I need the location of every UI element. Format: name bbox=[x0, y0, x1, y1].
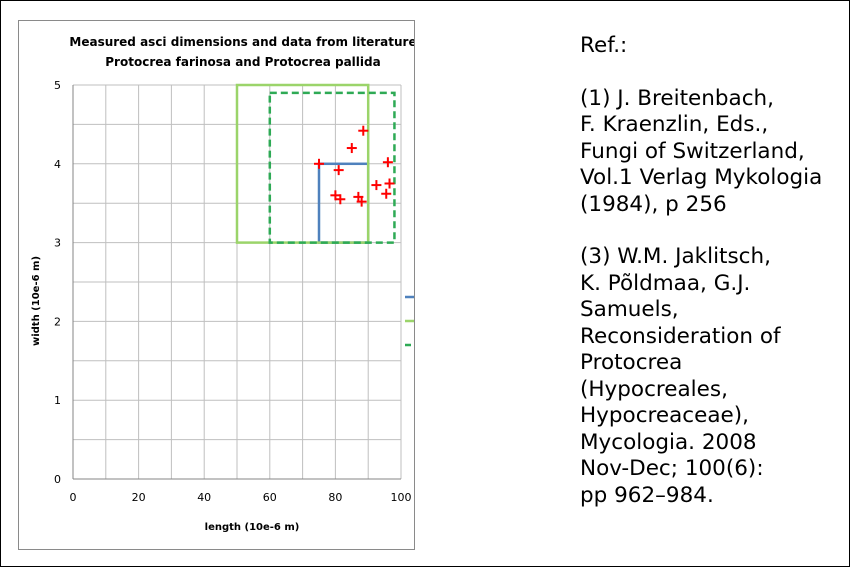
chart: Measured asci dimensions and data from l… bbox=[31, 35, 414, 533]
reference-3-line: pp 962–984. bbox=[580, 482, 714, 508]
x-tick-label: 100 bbox=[391, 491, 412, 504]
measured-point bbox=[314, 158, 324, 169]
reference-3-line: Mycologia. 2008 bbox=[580, 429, 757, 455]
y-tick-label: 0 bbox=[54, 473, 61, 486]
reference-3-line: Nov-Dec; 100(6): bbox=[580, 456, 764, 481]
measured-point bbox=[346, 143, 357, 154]
x-tick-label: 80 bbox=[328, 491, 342, 504]
reference-3-line: K. Põldmaa, G.J. bbox=[580, 270, 751, 296]
reference-3-line: (Hypocreales, bbox=[580, 376, 728, 402]
measured-point bbox=[381, 188, 392, 199]
reference-3-line: (3) W.M. Jaklitsch, bbox=[580, 244, 771, 269]
measured-point bbox=[358, 125, 369, 136]
y-tick-label: 3 bbox=[54, 237, 61, 250]
reference-3-line: Protocrea bbox=[580, 350, 683, 375]
measured-point bbox=[356, 196, 367, 207]
measured-point bbox=[335, 194, 346, 205]
references-header: Ref.: bbox=[580, 33, 628, 58]
measured-point bbox=[371, 180, 382, 191]
chart-title-line-1: Measured asci dimensions and data from l… bbox=[69, 35, 414, 49]
x-tick-label: 40 bbox=[197, 491, 211, 504]
reference-1-line: Fungi of Switzerland, bbox=[580, 138, 805, 164]
reference-1-line: F. Kraenzlin, Eds., bbox=[580, 112, 769, 137]
reference-1: (1) J. Breitenbach,F. Kraenzlin, Eds.,Fu… bbox=[580, 86, 845, 219]
measured-point bbox=[384, 178, 395, 189]
measured-points bbox=[314, 125, 395, 207]
measured-point bbox=[333, 165, 344, 176]
reference-1-line: (1984), p 256 bbox=[580, 191, 727, 217]
reference-1-line: Vol.1 Verlag Mykologia bbox=[580, 165, 823, 190]
x-tick-label: 60 bbox=[263, 491, 277, 504]
tick-labels: 0 20 40 60 80 100 0 1 2 3 4 5 bbox=[54, 79, 412, 504]
x-axis-label: length (10e-6 m) bbox=[205, 522, 300, 533]
measured-point bbox=[382, 157, 393, 168]
reference-rectangle bbox=[268, 91, 396, 244]
reference-rectangles bbox=[235, 83, 396, 244]
y-tick-label: 2 bbox=[54, 315, 61, 328]
y-axis-label: width (10e-6 m) bbox=[31, 256, 42, 346]
y-tick-label: 4 bbox=[54, 158, 61, 171]
y-tick-label: 5 bbox=[54, 79, 61, 92]
reference-1-line: (1) J. Breitenbach, bbox=[580, 85, 775, 111]
reference-3: (3) W.M. Jaklitsch,K. Põldmaa, G.J.Samue… bbox=[580, 244, 845, 509]
chart-title-line-2: Protocrea farinosa and Protocrea pallida bbox=[105, 55, 380, 69]
chart-area: Measured asci dimensions and data from l… bbox=[18, 20, 415, 550]
x-tick-label: 0 bbox=[70, 491, 77, 504]
reference-3-line: Reconsideration of bbox=[580, 323, 781, 349]
legend: MeasuredRef.:(1) P.farinosaRef.:(3) P.fa… bbox=[405, 295, 414, 347]
y-tick-label: 1 bbox=[54, 394, 61, 407]
reference-3-line: Samuels, bbox=[580, 297, 679, 322]
references-panel: Ref.: (1) J. Breitenbach,F. Kraenzlin, E… bbox=[580, 33, 845, 535]
reference-3-line: Hypocreaceae), bbox=[580, 403, 749, 428]
x-tick-label: 20 bbox=[132, 491, 146, 504]
